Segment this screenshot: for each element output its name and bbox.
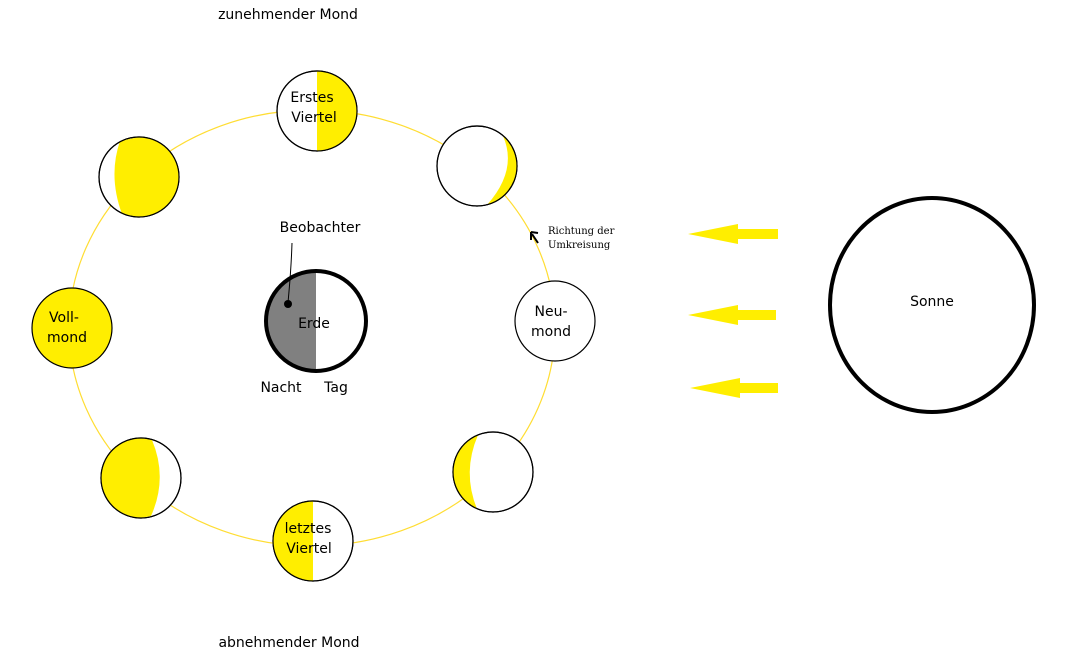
orbit-direction-arrow [530,231,539,244]
observer-label: Beobachter [280,220,361,236]
night-label: Nacht [260,380,302,396]
new-moon-label-2: mond [531,324,571,340]
observer-marker [284,242,293,308]
moon-full: Voll- mond [31,287,113,369]
moon-waning-gibbous [100,437,182,519]
full-moon-label-2: mond [47,330,87,346]
earth-label: Erde [298,316,330,332]
moon-new: Neu- mond [514,280,596,362]
last-quarter-label-2: Viertel [286,541,332,557]
moon-first-quarter: Erstes Viertel [276,70,358,152]
sunlight-arrow-bottom [690,378,778,398]
sun-label: Sonne [910,294,954,310]
direction-label-2: Umkreisung [548,240,611,251]
new-moon-label-1: Neu- [534,304,567,320]
sun: Sonne [828,196,1036,414]
waxing-label: zunehmender Mond [218,7,358,23]
earth: Erde [264,269,368,373]
day-label: Tag [323,380,348,396]
sunlight-arrow-top [688,224,778,244]
first-quarter-label-2: Viertel [291,110,337,126]
moon-last-quarter: letztes Viertel [272,500,354,582]
sunlight-arrow-middle [688,305,776,325]
direction-label-1: Richtung der [548,226,615,237]
moon-waxing-gibbous [98,136,180,218]
last-quarter-label-1: letztes [285,521,332,537]
moon-waning-crescent [452,431,534,513]
full-moon-label-1: Voll- [49,310,79,326]
first-quarter-label-1: Erstes [290,90,333,106]
moon-waxing-crescent [436,125,518,207]
waning-label: abnehmender Mond [218,635,359,651]
